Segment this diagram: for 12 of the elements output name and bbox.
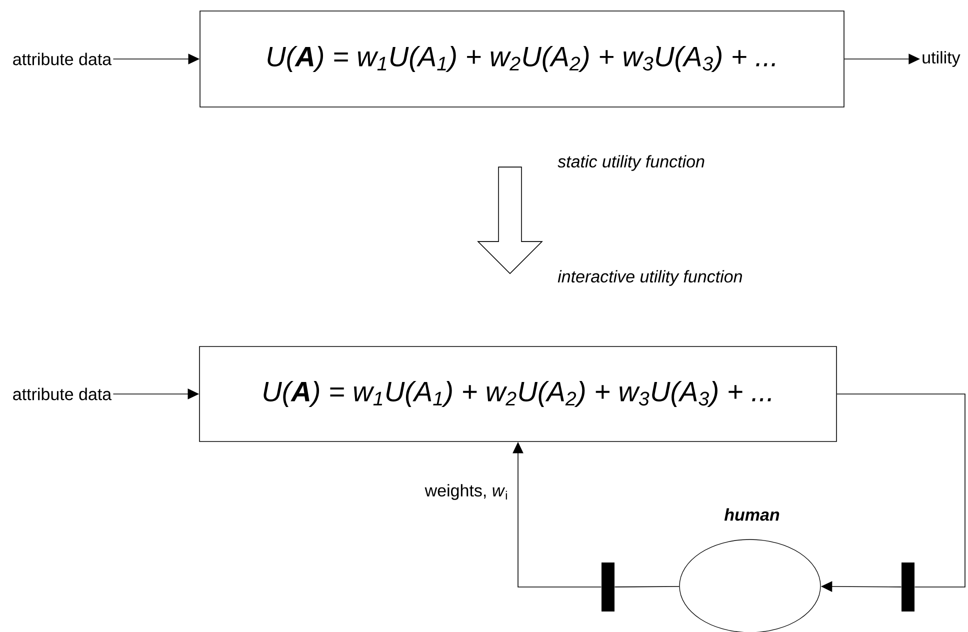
- formula-box: U(A) = w$_{1}$U(A$_{1}$) + w$_{2}$U(A$_{2}$) + w$_{3}$U(A$_{3}$) + ...: [200, 10, 844, 108]
- edge-label: weights, w$_{i}$: [424, 484, 507, 500]
- formula-box: U(A) = w$_{1}$U(A$_{1}$) + w$_{2}$U(A$_{2}$) + w$_{3}$U(A$_{3}$) + ...: [199, 346, 837, 442]
- input-label: attribute data: [13, 52, 112, 66]
- note-text: interactive utility function: [558, 270, 742, 286]
- block-arrow: [477, 166, 543, 274]
- bar-symbol: [602, 562, 614, 612]
- note-text: static utility function: [558, 155, 704, 171]
- node-heading: human: [724, 508, 780, 521]
- bar-symbol: [902, 562, 914, 612]
- input-label: attribute data: [13, 388, 112, 400]
- input-label: utility: [922, 51, 960, 67]
